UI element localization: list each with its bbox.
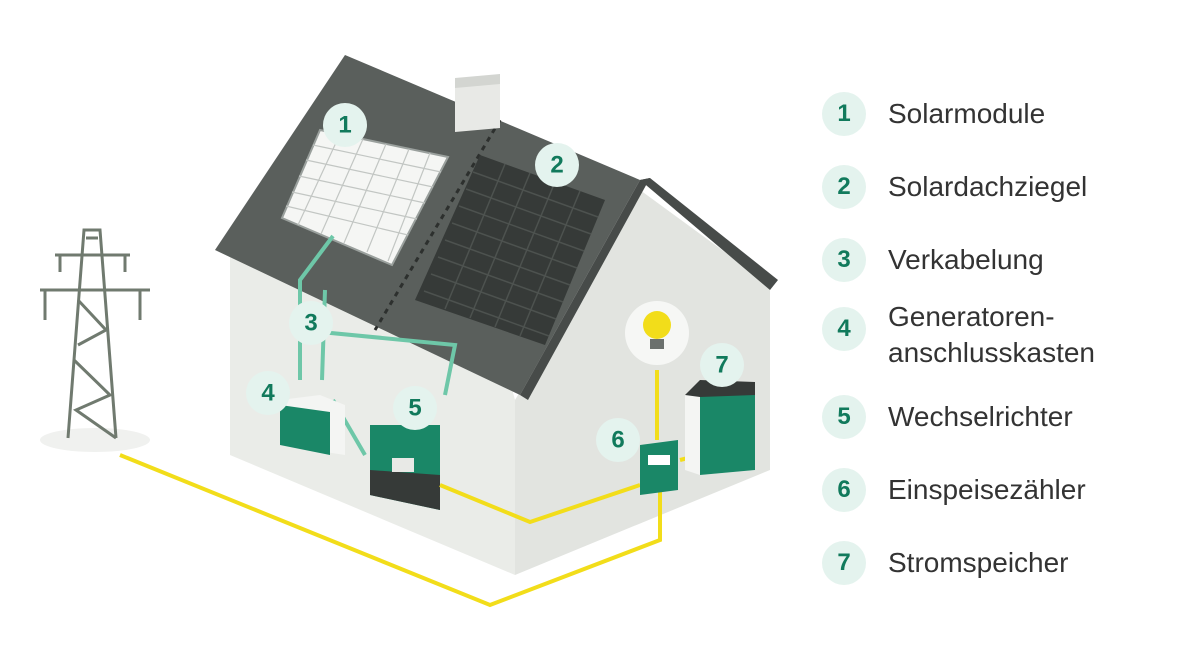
legend-badge: 6 (822, 468, 866, 512)
marker-4: 4 (246, 371, 290, 415)
marker-1: 1 (323, 103, 367, 147)
legend-label: Einspeisezähler (888, 474, 1086, 505)
battery-lid (685, 380, 755, 397)
feed-in-meter (640, 440, 678, 495)
legend-item-solarmodule: 1 Solarmodule (822, 88, 1192, 161)
legend-item-wechselrichter: 5 Wechselrichter (822, 395, 1192, 468)
marker-6: 6 (596, 418, 640, 462)
legend-item-solardachziegel: 2 Solardachziegel (822, 161, 1192, 234)
grid-wire (119, 453, 662, 608)
marker-label: 6 (611, 427, 624, 454)
meter-display (648, 455, 670, 465)
pylon-ground-shadow (40, 428, 150, 452)
legend-item-stromspeicher: 7 Stromspeicher (822, 541, 1192, 614)
legend-badge: 5 (822, 395, 866, 439)
marker-label: 5 (408, 395, 421, 422)
legend-label: Verkabelung (888, 244, 1044, 275)
marker-label: 3 (304, 310, 317, 337)
legend-item-verkabelung: 3 Verkabelung (822, 234, 1192, 307)
chimney-top (455, 74, 500, 88)
marker-7: 7 (700, 343, 744, 387)
legend-label: Solardachziegel (888, 171, 1088, 202)
chimney (455, 78, 500, 132)
legend-label: Generatoren- anschlusskasten (888, 301, 1096, 368)
legend: 1 Solarmodule 2 Solardachziegel 3 Verkab… (822, 88, 1192, 614)
roof-edge (520, 178, 650, 400)
legend-label: Stromspeicher (888, 547, 1069, 578)
marker-label: 7 (715, 352, 728, 379)
legend-item-generatorenanschlusskasten: 4 Generatoren- anschlusskasten (822, 301, 1192, 395)
inverter-base (370, 470, 440, 510)
legend-badge: 2 (822, 165, 866, 209)
lightbulb-icon (643, 311, 671, 339)
legend-badge: 1 (822, 92, 866, 136)
legend-label: Solarmodule (888, 98, 1046, 129)
generator-box-front (280, 405, 330, 455)
marker-2: 2 (535, 143, 579, 187)
power-pylon-icon (40, 228, 150, 440)
legend-badge: 7 (822, 541, 866, 585)
legend-badge: 4 (822, 307, 866, 351)
marker-label: 1 (338, 112, 351, 139)
house-side-wall (515, 190, 770, 575)
inverter-wire (439, 483, 641, 525)
marker-label: 4 (261, 380, 275, 407)
legend-label: Wechselrichter (888, 401, 1073, 432)
marker-label: 2 (550, 152, 563, 179)
solar-module-grid (285, 133, 442, 262)
legend-badge: 3 (822, 238, 866, 282)
roof-separator (373, 119, 502, 331)
battery-front (700, 395, 755, 475)
lightbulb-base (650, 339, 664, 349)
marker-3: 3 (289, 301, 333, 345)
roof-gable-edge (640, 178, 778, 290)
marker-5: 5 (393, 386, 437, 430)
solar-tile-grid (423, 163, 599, 337)
legend-item-einspeisezaehler: 6 Einspeisezähler (822, 468, 1192, 541)
inverter-display (392, 458, 414, 472)
